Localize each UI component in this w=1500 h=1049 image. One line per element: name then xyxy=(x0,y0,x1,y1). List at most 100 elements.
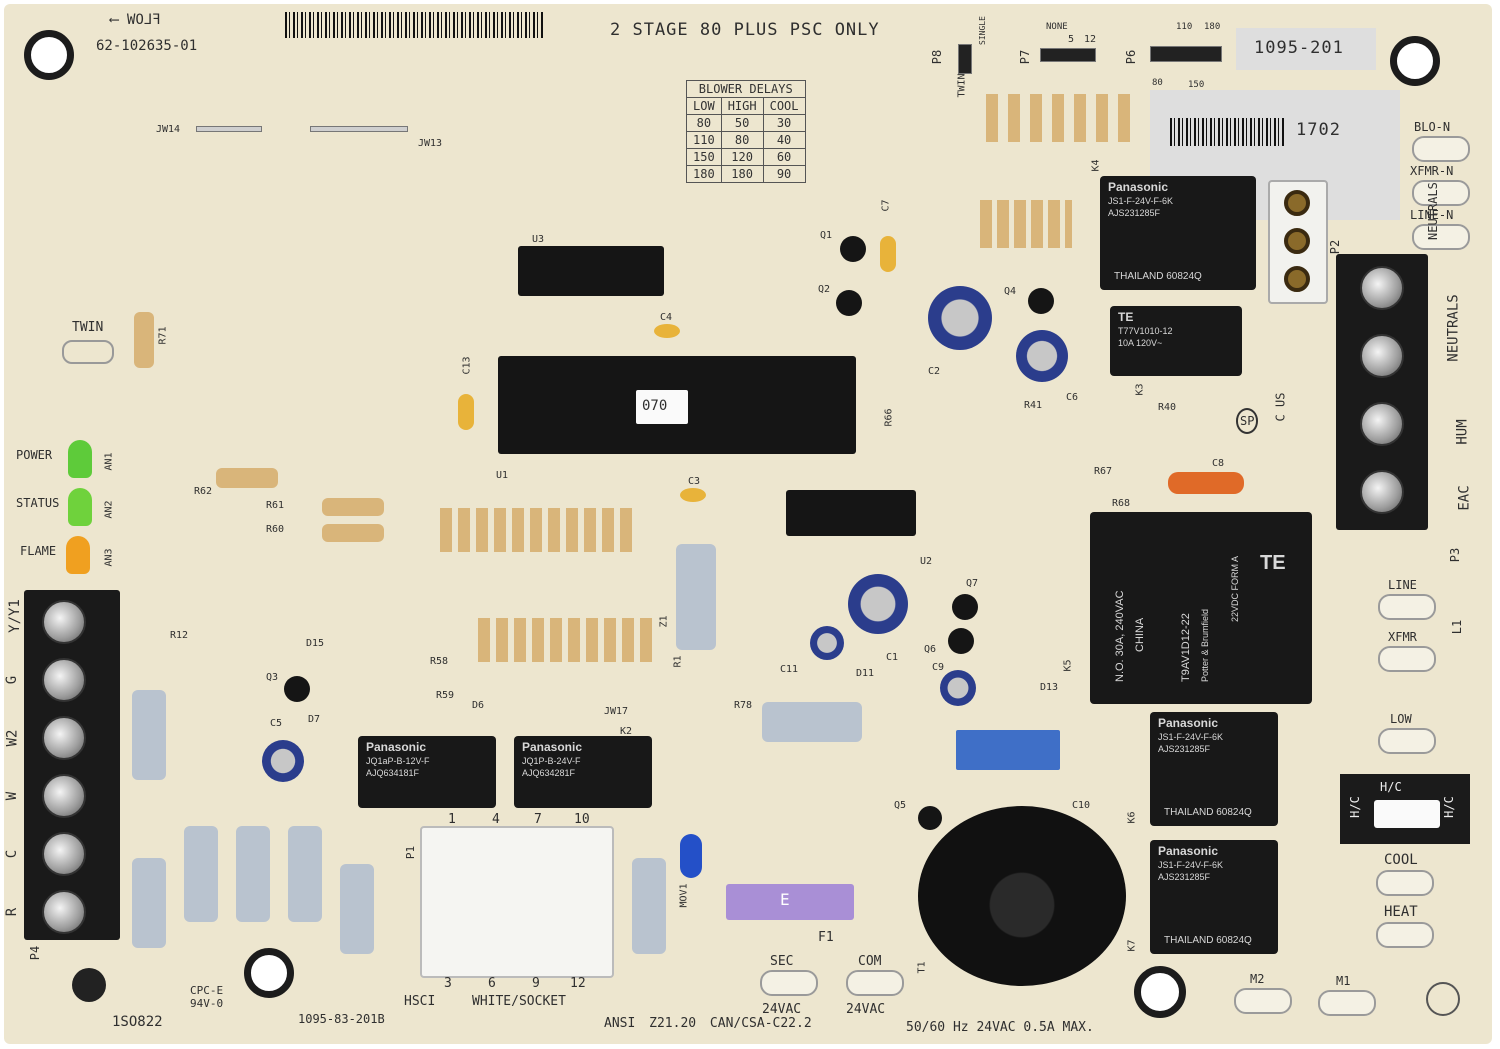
p3-screw-neutrals[interactable] xyxy=(1360,266,1404,310)
hum-label: HUM xyxy=(1454,419,1471,445)
heat-terminal[interactable] xyxy=(1376,922,1434,948)
c10-label: C10 xyxy=(1072,800,1091,811)
socket-pin-3: 3 xyxy=(444,976,452,991)
transistor-q7 xyxy=(952,594,978,620)
relay-k6: Panasonic JS1-F-24V-F-6K AJS231285F THAI… xyxy=(1150,712,1278,826)
q5-label: Q5 xyxy=(894,800,907,811)
p3-label: P3 xyxy=(1448,547,1463,563)
low-terminal[interactable] xyxy=(1378,728,1436,754)
rating: 50/60 Hz 24VAC 0.5A MAX. xyxy=(906,1020,1094,1035)
cool-terminal[interactable] xyxy=(1376,870,1434,896)
p3-screw-eac[interactable] xyxy=(1360,470,1404,514)
socket-pin-7: 7 xyxy=(534,812,542,827)
terminal-screw-r[interactable] xyxy=(42,890,86,934)
power-resistor-r9 xyxy=(288,826,322,922)
u2-chip xyxy=(786,490,916,536)
d7-label: D7 xyxy=(308,714,321,725)
c7-label: C7 xyxy=(880,199,892,212)
terminal-screw-w2[interactable] xyxy=(42,716,86,760)
k7-label: K7 xyxy=(1126,939,1138,952)
capacitor-c9 xyxy=(940,670,976,706)
terminal-screw-g[interactable] xyxy=(42,658,86,702)
resistor-bank-r53-r50 xyxy=(986,94,1138,142)
p2-pin-2 xyxy=(1284,228,1310,254)
flame-led xyxy=(66,536,90,574)
capacitor-c2 xyxy=(928,286,992,350)
p3-screw-hum[interactable] xyxy=(1360,402,1404,446)
low-label: LOW xyxy=(1390,712,1412,726)
p2-pin-1 xyxy=(1284,190,1310,216)
xfmr-terminal[interactable] xyxy=(1378,646,1436,672)
hc-label-left: H/C xyxy=(1347,796,1362,818)
p1-label: P1 xyxy=(404,845,418,860)
terminal-screw-y[interactable] xyxy=(42,600,86,644)
terminal-screw-c[interactable] xyxy=(42,832,86,876)
p8-jumper[interactable] xyxy=(958,44,972,74)
com-voltage: 24VAC xyxy=(846,1002,886,1017)
hsci-socket[interactable] xyxy=(420,826,614,978)
heat-label: HEAT xyxy=(1384,904,1418,920)
mounting-hole-bottom-right xyxy=(1134,966,1186,1018)
transistor-q5 xyxy=(918,806,942,830)
r59-label: R59 xyxy=(436,690,455,701)
header-low: LOW xyxy=(686,97,722,115)
socket-pin-1: 1 xyxy=(448,812,456,827)
d6-label: D6 xyxy=(472,700,485,711)
com-terminal[interactable] xyxy=(846,970,904,996)
r60-label: R60 xyxy=(266,524,285,535)
p6-80-label: 80 xyxy=(1152,78,1163,88)
hc-switch[interactable] xyxy=(1374,800,1440,828)
l1-label: L1 xyxy=(1450,619,1465,635)
m1-label: M1 xyxy=(1336,974,1351,988)
mounting-hole-top-right xyxy=(1390,36,1440,86)
grommet xyxy=(72,968,106,1002)
c1-label: C1 xyxy=(886,652,899,663)
power-resistor-r6 xyxy=(236,826,270,922)
q3-label: Q3 xyxy=(266,672,279,683)
neutrals-spade-label: NEUTRALS xyxy=(1426,182,1440,240)
p7-5-label: 5 xyxy=(1068,34,1075,45)
status-led xyxy=(68,488,92,526)
jw14-label: JW14 xyxy=(156,124,181,135)
k3-label: K3 xyxy=(1134,383,1146,396)
capacitor-c11 xyxy=(810,626,844,660)
p8-twin-label: TWIN xyxy=(956,73,968,98)
p7-jumper[interactable] xyxy=(1040,48,1096,62)
capacitor-c13 xyxy=(458,394,474,430)
p3-screw-neutrals-2[interactable] xyxy=(1360,334,1404,378)
p7-12-label: 12 xyxy=(1084,34,1097,45)
r41-label: R41 xyxy=(1024,400,1043,411)
terminal-screw-w[interactable] xyxy=(42,774,86,818)
standards: ANSI Z21.20 CAN/CSA-C22.2 xyxy=(604,1016,812,1031)
m1-terminal[interactable] xyxy=(1318,990,1376,1016)
relay-k1: Panasonic JQ1aP-B-12V-F AJQ634181F xyxy=(358,736,496,808)
power-resistor-r5 xyxy=(132,690,166,780)
fuse-f1[interactable] xyxy=(726,884,854,920)
terminal-label-c: C xyxy=(4,849,21,859)
xfmr-n-terminal[interactable] xyxy=(1412,180,1470,206)
sec-terminal[interactable] xyxy=(760,970,818,996)
p8-label: P8 xyxy=(930,49,945,65)
terminal-label-w: W xyxy=(4,791,21,801)
hc-label-right: H/C xyxy=(1441,796,1456,818)
p6-jumper[interactable] xyxy=(1150,46,1222,62)
line-n-terminal[interactable] xyxy=(1412,224,1470,250)
k6-label: K6 xyxy=(1126,811,1138,824)
header-high: HIGH xyxy=(720,97,764,115)
r61-label: R61 xyxy=(266,500,285,511)
socket-pin-4: 4 xyxy=(492,812,500,827)
m2-terminal[interactable] xyxy=(1234,988,1292,1014)
line-terminal[interactable] xyxy=(1378,594,1436,620)
twin-spade[interactable] xyxy=(62,340,114,364)
relay-k7: Panasonic JS1-F-24V-F-6K AJS231285F THAI… xyxy=(1150,840,1278,954)
k4-label: K4 xyxy=(1090,159,1102,172)
terminal-label-r: R xyxy=(4,907,21,917)
transistor-q2 xyxy=(836,290,862,316)
terminal-label-g: G xyxy=(4,675,21,685)
resistor-bank-r28-r29 xyxy=(478,618,654,662)
hc-label: H/C xyxy=(1380,780,1402,794)
blo-n-terminal[interactable] xyxy=(1412,136,1470,162)
